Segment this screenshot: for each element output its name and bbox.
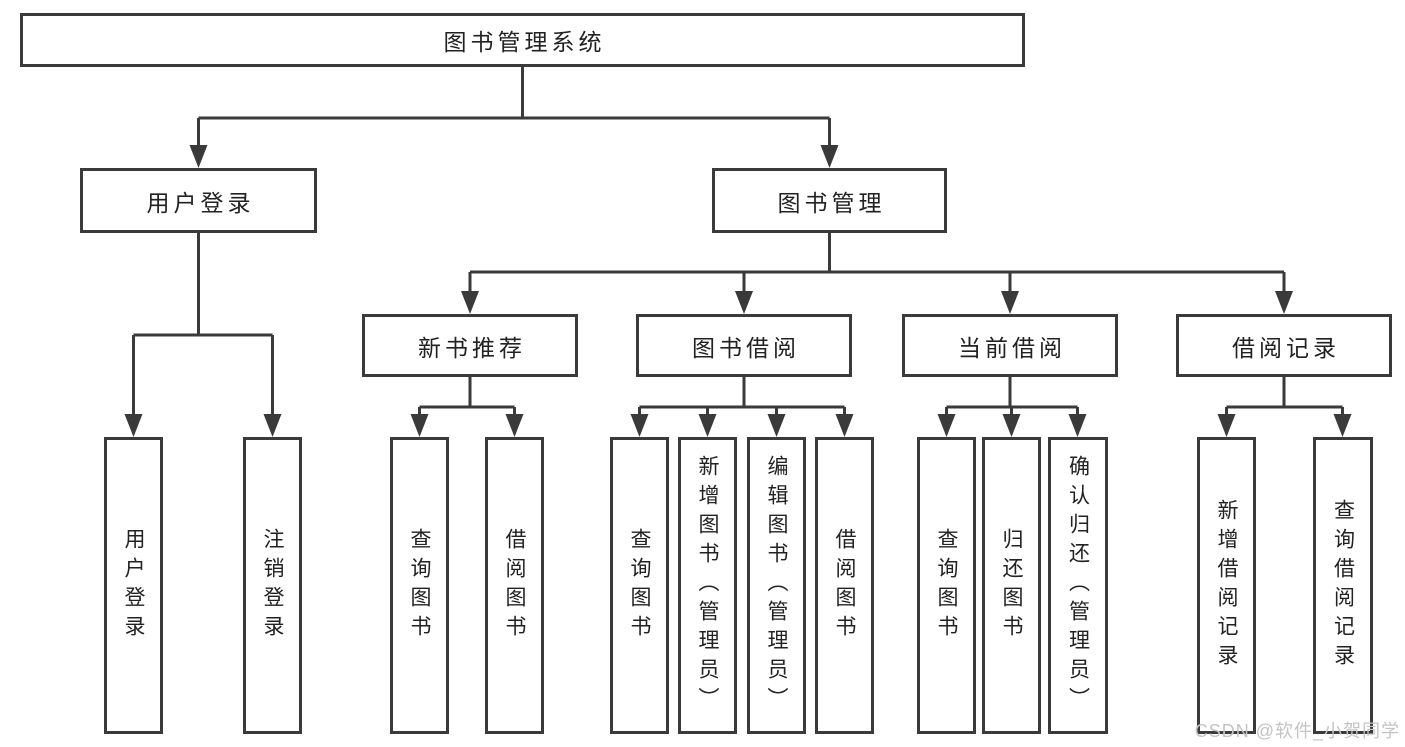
leaf-query-books-borrow: 查询图书 xyxy=(610,437,669,734)
leaf-add-borrow-record: 新增借阅记录 xyxy=(1197,437,1256,734)
leaf-edit-books-admin: 编辑图书（管理员） xyxy=(747,437,806,734)
leaf-add-books-admin: 新增图书（管理员） xyxy=(678,437,737,734)
leaf-user-login: 用户登录 xyxy=(104,437,163,734)
node-user-login: 用户登录 xyxy=(80,168,317,233)
arrow-to-user-login xyxy=(189,145,208,168)
node-book-management: 图书管理 xyxy=(712,168,947,233)
node-current-borrow: 当前借阅 xyxy=(902,314,1118,377)
arrow-to-current-borrow xyxy=(1001,291,1019,314)
leaf-query-books-current: 查询图书 xyxy=(917,437,976,734)
leaf-borrow-books-recommend: 借阅图书 xyxy=(485,437,544,734)
leaf-query-books-recommend: 查询图书 xyxy=(390,437,449,734)
leaf-query-borrow-record: 查询借阅记录 xyxy=(1313,437,1373,734)
arrow-to-book-management xyxy=(820,145,839,168)
leaf-borrow-books: 借阅图书 xyxy=(815,437,874,734)
node-root-library-system: 图书管理系统 xyxy=(20,13,1025,67)
node-borrow-records: 借阅记录 xyxy=(1176,314,1392,377)
leaf-logout: 注销登录 xyxy=(243,437,302,734)
node-new-book-recommend: 新书推荐 xyxy=(362,314,578,377)
leaf-return-books: 归还图书 xyxy=(982,437,1041,734)
arrow-to-book-borrow xyxy=(735,291,753,314)
csdn-watermark: CSDN @软件_小贺同学 xyxy=(1194,721,1400,741)
node-book-borrow: 图书借阅 xyxy=(636,314,852,377)
leaf-confirm-return-admin: 确认归还（管理员） xyxy=(1048,437,1108,734)
arrow-to-borrow-records xyxy=(1275,291,1293,314)
arrow-to-new-book-recommend xyxy=(461,291,479,314)
